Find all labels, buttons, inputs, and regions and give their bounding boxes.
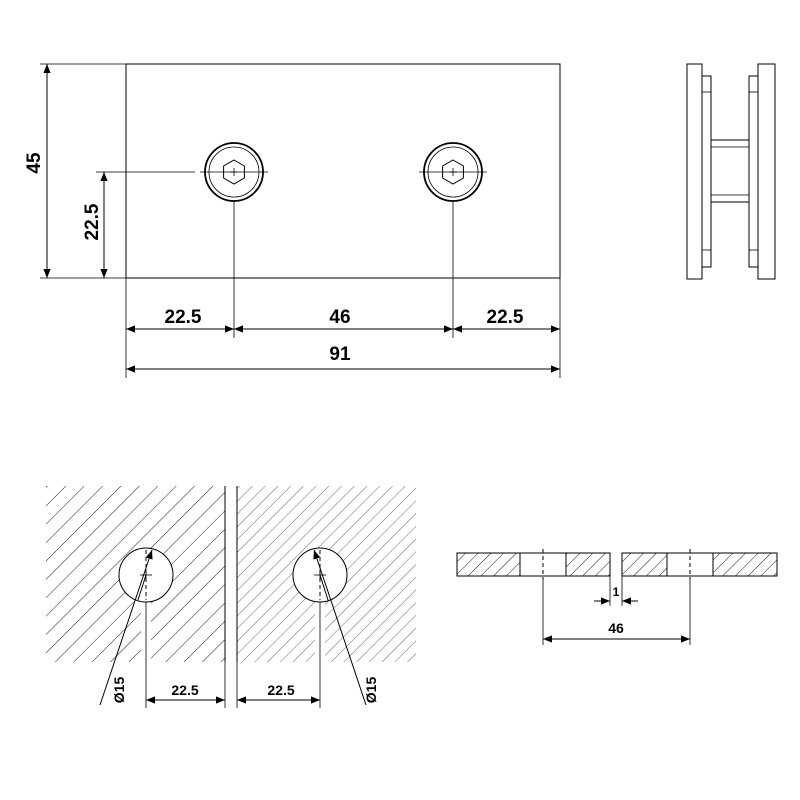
section-view: 1 46 — [456, 549, 778, 645]
dim-hole-height: 22.5 — [82, 203, 103, 240]
dim-diameter-left: Ø15 — [111, 677, 127, 704]
dim-glass-left-edge: 22.5 — [171, 682, 198, 698]
dim-left-edge: 22.5 — [165, 307, 202, 328]
glass-cutout-view: Ø15 Ø15 22.5 22.5 — [46, 486, 416, 708]
side-view — [686, 63, 776, 280]
dim-right-edge: 22.5 — [487, 307, 524, 328]
dim-glass-right-edge: 22.5 — [267, 682, 294, 698]
dim-section-spacing: 46 — [608, 620, 624, 636]
plate-outline — [125, 63, 561, 279]
dim-gap: 1 — [613, 585, 620, 599]
screw-head-left — [200, 142, 268, 202]
dim-height: 45 — [24, 152, 45, 174]
dim-hole-spacing: 46 — [329, 307, 350, 328]
screw-head-right — [419, 142, 487, 202]
dim-diameter-right: Ø15 — [363, 677, 379, 704]
front-view: 45 22.5 22.5 46 22.5 91 — [24, 63, 561, 378]
dim-total-width: 91 — [329, 344, 351, 365]
